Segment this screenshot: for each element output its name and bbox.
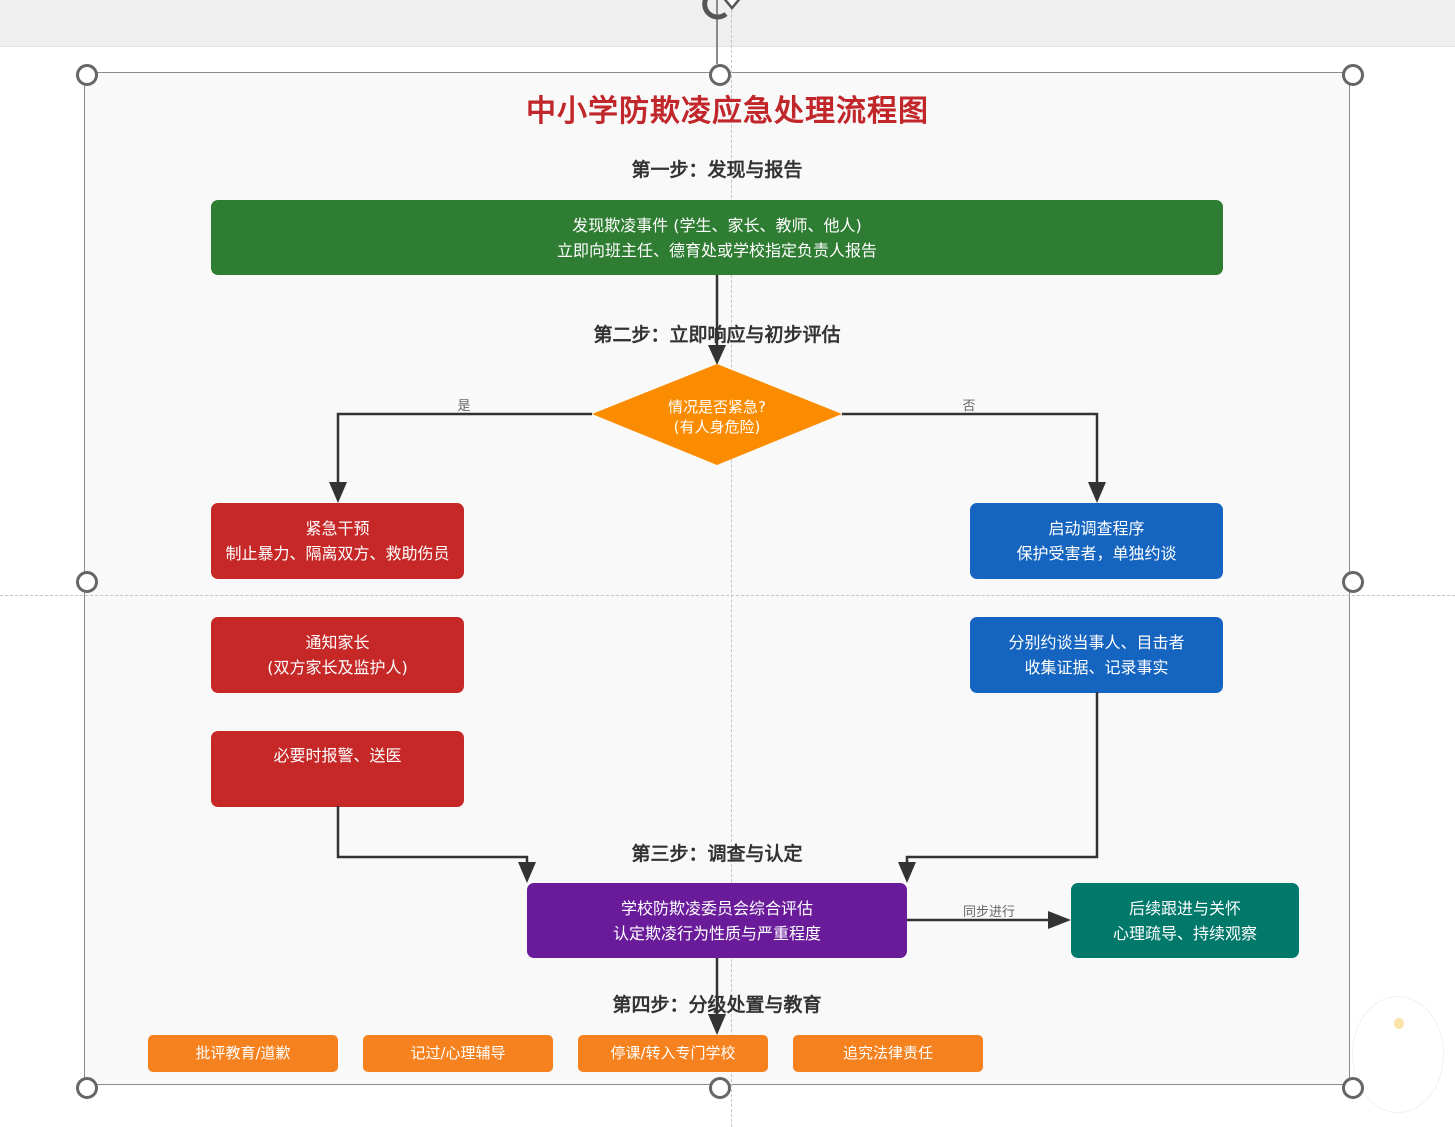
node-line: 认定欺凌行为性质与严重程度 [612, 923, 821, 943]
decision-node-text[interactable]: 情况是否紧急? (有人身危险) [592, 397, 842, 437]
resize-handle-bottom-left[interactable] [76, 1077, 98, 1099]
edge-label-no: 否 [962, 399, 976, 414]
node-line: 制止暴力、隔离双方、救助伤员 [225, 544, 450, 563]
step1-heading: 第一步：发现与报告 [631, 159, 803, 181]
node-line: 立即向班主任、德育处或学校指定负责人报告 [556, 240, 877, 260]
node-police-medical[interactable]: 必要时报警、送医 [211, 731, 464, 807]
node-line: 必要时报警、送医 [273, 746, 402, 765]
edge-label-parallel: 同步进行 [962, 905, 1016, 920]
node-followup-care[interactable]: 后续跟进与关怀 心理疏导、持续观察 [1071, 883, 1299, 958]
node-outcome-demerit-counseling[interactable]: 记过/心理辅导 [363, 1035, 553, 1072]
node-interview-evidence[interactable]: 分别约谈当事人、目击者 收集证据、记录事实 [970, 617, 1223, 693]
horizontal-alignment-guide [0, 595, 1455, 596]
node-outcome-criticism-apology[interactable]: 批评教育/道歉 [148, 1035, 338, 1072]
node-line: 后续跟进与关怀 [1128, 898, 1241, 918]
node-line: 分别约谈当事人、目击者 [1008, 633, 1185, 652]
decision-line1: 情况是否紧急? [668, 398, 766, 416]
node-start-investigation[interactable]: 启动调查程序 保护受害者，单独约谈 [970, 503, 1223, 579]
step3-heading: 第三步：调查与认定 [631, 843, 803, 865]
step2-heading: 第二步：立即响应与初步评估 [593, 324, 841, 346]
edge-label-yes: 是 [457, 399, 471, 414]
resize-handle-top-right[interactable] [1342, 64, 1364, 86]
rotate-icon[interactable] [696, 0, 748, 20]
node-outcome-legal-liability[interactable]: 追究法律责任 [793, 1035, 983, 1072]
node-line: 心理疏导、持续观察 [1112, 923, 1257, 943]
node-line: 发现欺凌事件 (学生、家长、教师、他人) [572, 215, 862, 235]
node-line: 收集证据、记录事实 [1024, 658, 1169, 677]
decision-line2: (有人身危险) [673, 418, 761, 436]
node-discover-report[interactable]: 发现欺凌事件 (学生、家长、教师、他人) 立即向班主任、德育处或学校指定负责人报… [211, 200, 1223, 275]
node-line: 启动调查程序 [1048, 519, 1145, 538]
watermark-logo [1352, 996, 1444, 1113]
diagram-title: 中小学防欺凌应急处理流程图 [526, 94, 929, 129]
node-line: 学校防欺凌委员会综合评估 [620, 898, 813, 918]
resize-handle-top-center[interactable] [709, 64, 731, 86]
node-line: 追究法律责任 [842, 1044, 933, 1062]
node-line: 停课/转入专门学校 [610, 1044, 736, 1062]
node-line: 紧急干预 [305, 519, 370, 538]
node-line: 通知家长 [305, 633, 370, 652]
node-line: 批评教育/道歉 [195, 1044, 291, 1062]
vertical-alignment-guide [731, 0, 732, 1127]
resize-handle-bottom-center[interactable] [709, 1077, 731, 1099]
node-committee-assessment[interactable]: 学校防欺凌委员会综合评估 认定欺凌行为性质与严重程度 [527, 883, 907, 958]
rotation-handle-stem [716, 0, 718, 64]
step4-heading: 第四步：分级处置与教育 [612, 994, 822, 1016]
node-emergency-intervention[interactable]: 紧急干预 制止暴力、隔离双方、救助伤员 [211, 503, 464, 579]
resize-handle-bottom-right[interactable] [1342, 1077, 1364, 1099]
node-outcome-suspension-transfer[interactable]: 停课/转入专门学校 [578, 1035, 768, 1072]
resize-handle-middle-right[interactable] [1342, 571, 1364, 593]
editor-toolbar-area [0, 0, 1455, 47]
resize-handle-middle-left[interactable] [76, 571, 98, 593]
node-line: 保护受害者，单独约谈 [1016, 544, 1177, 563]
node-line: (双方家长及监护人) [267, 658, 408, 677]
watermark-dot-icon [1394, 1018, 1404, 1029]
node-notify-parents[interactable]: 通知家长 (双方家长及监护人) [211, 617, 464, 693]
node-line: 记过/心理辅导 [410, 1044, 506, 1062]
resize-handle-top-left[interactable] [76, 64, 98, 86]
